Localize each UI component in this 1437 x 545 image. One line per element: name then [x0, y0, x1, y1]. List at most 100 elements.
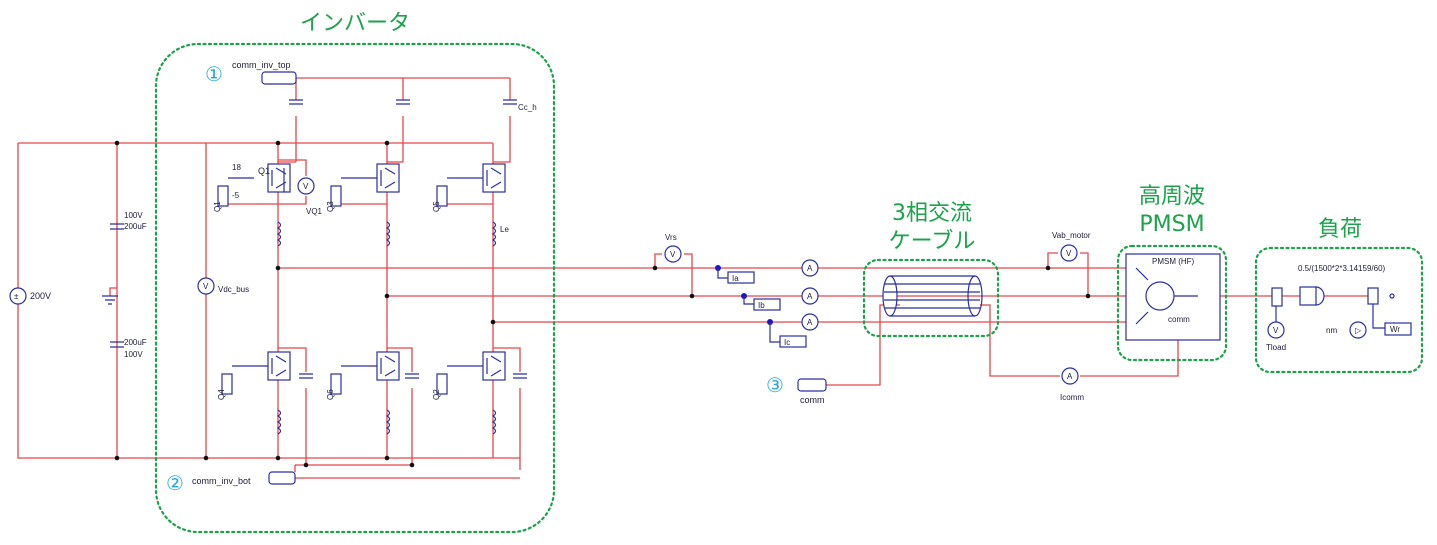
wr-tag [1384, 322, 1412, 336]
gate-q5 [436, 185, 448, 207]
port-comm-label: comm [800, 395, 825, 405]
dc-source-voltage: 200V [30, 291, 51, 301]
q6-gate-tag: Q6 [326, 389, 335, 400]
gate-q3 [330, 185, 342, 207]
dc-capacitor-upper: 100V 200uF [110, 211, 147, 231]
port-top-label: comm_inv_top [232, 60, 291, 70]
ammeter-c-symbol: A [807, 318, 813, 327]
tload-label: Tload [1266, 343, 1286, 352]
gate-high-label: 18 [232, 163, 241, 172]
switch-q2-body [482, 351, 506, 381]
current-probes: Ia Ib Ic [715, 265, 807, 348]
q1-label: Q1 [258, 166, 270, 176]
ammeter-a-symbol: A [807, 264, 813, 273]
marker-2: ② [166, 471, 184, 495]
vdc-bus-meter: V Vdc_bus [197, 277, 249, 295]
vab-motor-label: Vab_motor [1052, 231, 1091, 240]
load-title: 負荷 [1318, 217, 1362, 242]
cap-upper-voltage: 100V [124, 211, 143, 220]
switch-q1: 18 -5 Q1 Q1 [213, 163, 291, 212]
port-bot-tag [268, 471, 296, 485]
vab-symbol: V [1066, 249, 1072, 258]
ammeter-b-symbol: A [807, 292, 813, 301]
inverter-group [154, 42, 556, 534]
vrs-label: Vrs [665, 233, 677, 242]
leg-inductors: Le [276, 221, 509, 435]
ic-label: Ic [784, 338, 790, 347]
tload-symbol: V [1273, 326, 1279, 335]
le-label: Le [500, 225, 509, 234]
ground-icon [102, 295, 118, 305]
q1-gate-tag: Q1 [213, 201, 222, 212]
dc-source-symbol [9, 287, 27, 305]
port-top-tag [261, 71, 297, 85]
icomm-label: Icomm [1060, 393, 1084, 402]
marker-1: ① [205, 62, 223, 86]
q5-gate-tag: Q5 [432, 201, 441, 212]
junction-dots [114, 140, 1091, 468]
speed-sensor [1367, 287, 1379, 305]
dc-source-plus-minus: ± [14, 292, 19, 301]
cable-title-line2: ケーブル [889, 229, 976, 254]
vq1-symbol: V [303, 182, 309, 191]
gate-q4 [221, 373, 233, 395]
q2-gate-tag: Q2 [432, 389, 441, 400]
nm-label: nm [1326, 326, 1337, 335]
icomm-symbol: A [1067, 372, 1073, 381]
marker-3: ③ [766, 373, 784, 397]
vab-motor-meter: V Vab_motor [1052, 231, 1091, 262]
cap-upper-capacitance: 200uF [124, 222, 147, 231]
switch-q1-body [267, 163, 291, 193]
vq1-label: VQ1 [306, 207, 323, 216]
switch-q6-body [376, 351, 400, 381]
dc-capacitor-lower: 200uF 100V [110, 338, 147, 359]
switch-q6: Q6 [326, 351, 400, 400]
switch-q5: Q5 [432, 163, 506, 212]
switch-q2: Q2 [432, 351, 506, 400]
vdc-bus-symbol: V [203, 282, 209, 291]
pmsm-box [1125, 253, 1221, 341]
gate-q2 [436, 373, 448, 395]
top-caps: Cc_h [289, 99, 537, 112]
motor-title-line2: PMSM [1139, 212, 1204, 237]
three-phase-cable [882, 275, 983, 317]
port-top: comm_inv_top [232, 60, 297, 85]
pmsm-motor: PMSM (HF) comm [1125, 253, 1221, 341]
torque-sensor [1271, 287, 1283, 307]
vrs-symbol: V [670, 250, 676, 259]
bottom-caps [299, 373, 527, 379]
wiring [17, 77, 1378, 479]
switch-q3: Q3 [326, 163, 400, 212]
port-bot-label: comm_inv_bot [192, 476, 251, 486]
port-bot: comm_inv_bot [192, 471, 296, 486]
ic-tag [779, 335, 807, 348]
switch-q4: Q4 [217, 351, 291, 400]
inverter-title: インバータ [300, 11, 410, 36]
gate-q1 [217, 185, 229, 207]
motor-group [1116, 244, 1228, 362]
dc-source: ± 200V [9, 287, 51, 305]
cable-title-line1: 3相交流 [892, 201, 972, 226]
switch-q4-body [267, 351, 291, 381]
group-borders [154, 42, 1424, 534]
inertia [1299, 286, 1317, 306]
pmsm-comm-label: comm [1168, 315, 1190, 324]
motor-title-line1: 高周波 [1139, 184, 1205, 209]
switch-q5-body [482, 163, 506, 193]
q3-gate-tag: Q3 [326, 201, 335, 212]
ia-label: Ia [732, 274, 739, 283]
nm-meter-symbol: ▷ [1355, 326, 1362, 335]
cable-group [862, 258, 1000, 338]
load-expression: 0.5/(1500*2*3.14159/60) [1298, 264, 1386, 273]
gate-low-label: -5 [232, 191, 240, 200]
load-group [1254, 246, 1424, 374]
port-comm-tag [797, 378, 827, 392]
cap-lower-capacitance: 200uF [124, 338, 147, 347]
vrs-meter: V Vrs [664, 233, 682, 263]
ammeters: A A A [801, 259, 819, 331]
icomm-meter: A Icomm [1060, 367, 1084, 402]
gate-q6 [330, 373, 342, 395]
switch-q3-body [376, 163, 400, 193]
port-comm: comm [797, 378, 827, 405]
